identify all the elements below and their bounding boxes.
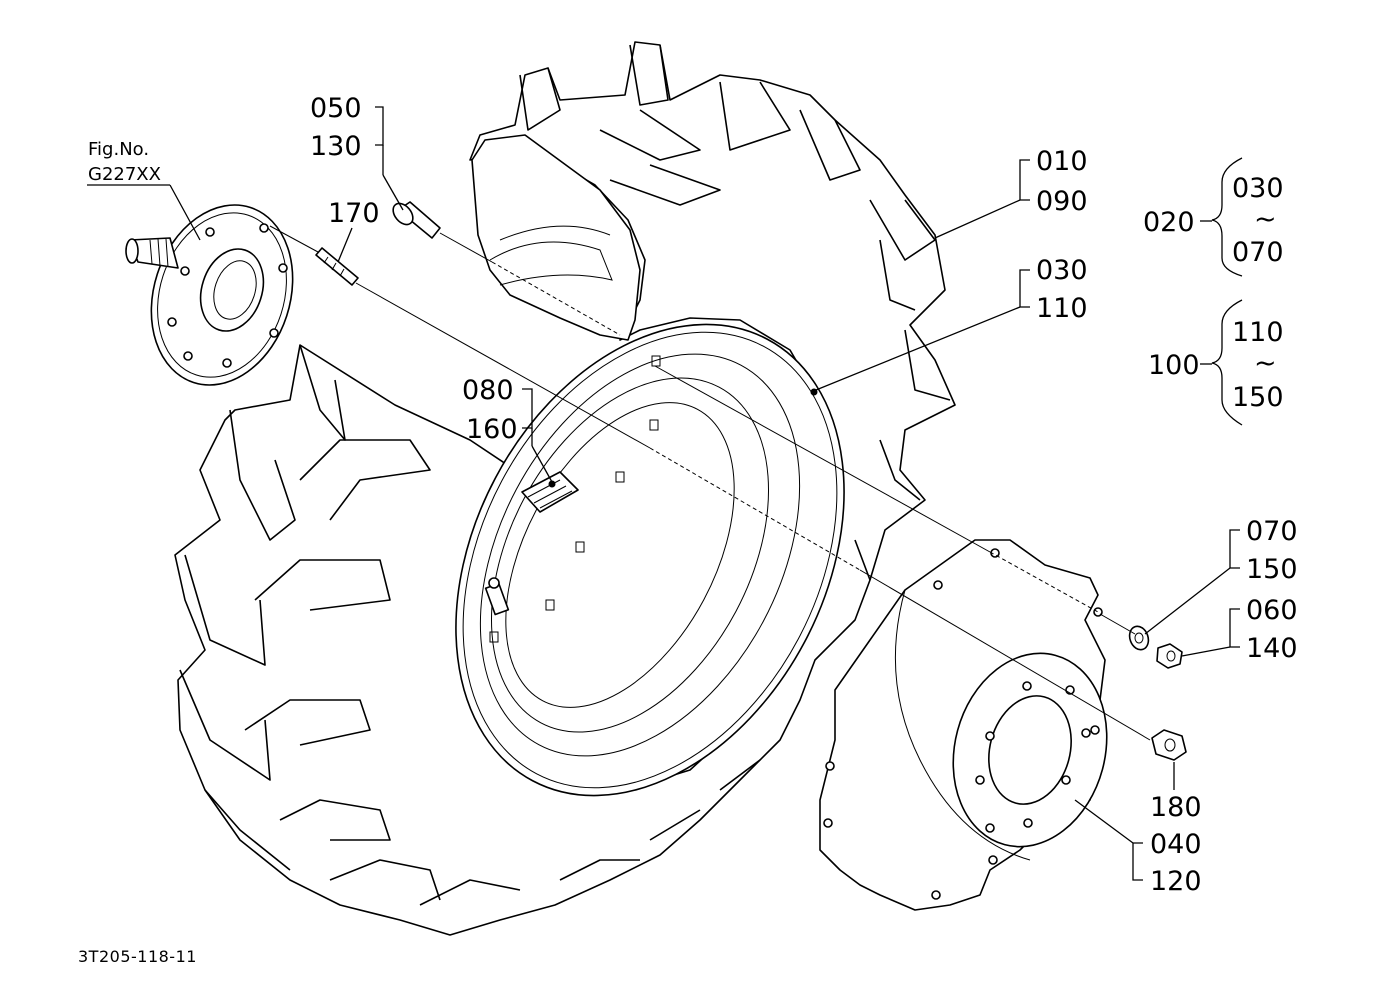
callout-070: 070 xyxy=(1246,516,1298,547)
rim-illustration xyxy=(455,323,845,797)
group-020-from: 030 xyxy=(1232,173,1284,204)
callout-180: 180 xyxy=(1150,792,1202,823)
washer-070 xyxy=(1128,625,1150,651)
drawing-code: 3T205-118-11 xyxy=(78,947,197,966)
callout-050: 050 xyxy=(310,93,362,124)
group-020-label: 020 xyxy=(1143,207,1195,238)
valve-stem xyxy=(484,577,510,616)
callout-010: 010 xyxy=(1036,146,1088,177)
wheel-disc-illustration xyxy=(819,539,1108,911)
fig-no-label: Fig.No. xyxy=(88,139,149,160)
axle-hub-illustration xyxy=(125,204,294,386)
callout-030: 030 xyxy=(1036,255,1088,286)
group-100-from: 110 xyxy=(1232,317,1284,348)
group-020: 020 030 ~ 070 xyxy=(1143,173,1284,268)
callout-040: 040 xyxy=(1150,829,1202,860)
leader-lines xyxy=(87,106,1240,881)
callout-110: 110 xyxy=(1036,293,1088,324)
tire-illustration xyxy=(174,41,956,936)
group-020-tilde: ~ xyxy=(1254,204,1277,235)
stud-170 xyxy=(315,247,359,286)
nut-060 xyxy=(1156,643,1183,669)
nut-180 xyxy=(1151,729,1187,761)
callout-120: 120 xyxy=(1150,866,1202,897)
callout-160: 160 xyxy=(466,414,518,445)
callout-140: 140 xyxy=(1246,633,1298,664)
callout-170: 170 xyxy=(328,198,380,229)
callout-090: 090 xyxy=(1036,186,1088,217)
group-100-to: 150 xyxy=(1232,382,1284,413)
group-100: 100 110 ~ 150 xyxy=(1148,317,1284,413)
assembly-lines xyxy=(269,225,1151,741)
callout-150: 150 xyxy=(1246,554,1298,585)
callout-080: 080 xyxy=(462,375,514,406)
group-100-tilde: ~ xyxy=(1254,348,1277,379)
bolt-050 xyxy=(392,201,441,239)
group-100-label: 100 xyxy=(1148,350,1200,381)
callout-060: 060 xyxy=(1246,595,1298,626)
group-brackets xyxy=(1211,157,1243,426)
figure-reference: Fig.No. G227XX 3T205-118-11 xyxy=(78,139,197,966)
callout-labels: 050 130 170 010 090 030 110 080 160 070 … xyxy=(310,93,1298,897)
fig-no-value: G227XX xyxy=(88,164,161,185)
callout-130: 130 xyxy=(310,131,362,162)
group-020-to: 070 xyxy=(1232,237,1284,268)
